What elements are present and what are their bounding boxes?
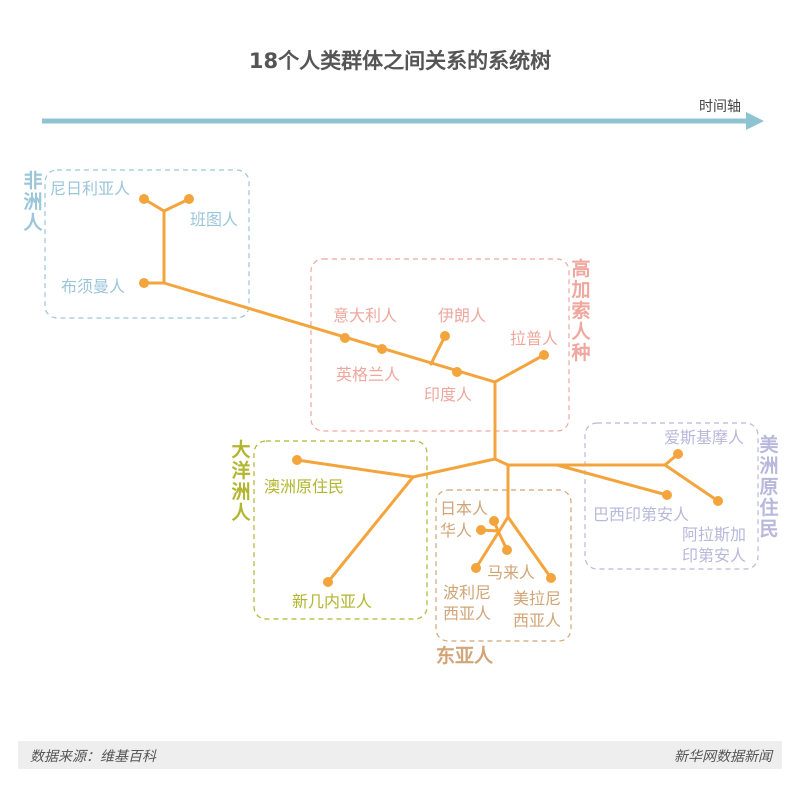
label-new-guinean: 新几内亚人 [292,592,372,611]
americas-group-box [584,422,759,570]
footer: 数据来源：维基百科 新华网数据新闻 [18,741,782,769]
label-polynesian-1: 波利尼 [443,583,491,602]
node-new-guinean [323,577,333,587]
node-chinese [476,525,486,535]
label-japanese: 日本人 [440,499,488,518]
label-bantu: 班图人 [190,210,238,229]
label-alaskan-indian-2: 印第安人 [682,546,746,565]
source-text: 数据来源：维基百科 [30,749,156,765]
group-label-americas: 美洲原住民 [759,434,779,540]
label-malay: 马来人 [487,563,535,582]
africa-group-box [44,169,250,319]
label-iranian: 伊朗人 [438,306,486,325]
label-indian: 印度人 [424,385,472,404]
chart-title: 18个人类群体之间关系的系统树 [249,49,551,73]
east-asia-group-box [435,489,572,642]
label-english: 英格兰人 [336,365,400,384]
caucasian-group-box [310,258,570,432]
node-italian [340,333,350,343]
label-melanesian-1: 美拉尼 [513,589,561,608]
time-axis-arrow-icon [746,112,764,130]
node-polynesian [471,563,481,573]
node-alaskan-indian [713,496,723,506]
group-label-east-asia: 东亚人 [436,644,494,667]
node-lapp [539,350,549,360]
label-lapp: 拉普人 [510,329,558,348]
tree-branches [142,197,720,584]
node-malay [502,545,512,555]
brand-text: 新华网数据新闻 [674,749,772,765]
node-eskimo [673,449,683,459]
node-bantu [184,194,194,204]
label-australian: 澳洲原住民 [264,477,344,496]
node-iranian [440,331,450,341]
label-bushmen: 布须曼人 [61,277,125,296]
node-english [377,344,387,354]
oceania-group-box [253,440,428,620]
node-bushmen [139,278,149,288]
group-label-oceania: 大洋洲人 [231,439,251,524]
group-label-caucasian: 高加索人种 [571,258,591,364]
label-polynesian-2: 西亚人 [443,604,491,623]
time-axis-label: 时间轴 [699,99,741,115]
label-italian: 意大利人 [333,306,397,325]
label-melanesian-2: 西亚人 [513,611,561,630]
label-brazilian-indian: 巴西印第安人 [593,505,689,524]
node-indian [452,367,462,377]
node-australian [292,455,302,465]
node-japanese [489,516,499,526]
label-nigerian: 尼日利亚人 [50,179,130,198]
node-melanesian [546,573,556,583]
label-eskimo: 爱斯基摩人 [664,428,744,447]
node-nigerian [139,194,149,204]
node-brazilian-indian [662,490,672,500]
label-chinese: 华人 [440,521,472,540]
label-alaskan-indian-1: 阿拉斯加 [682,525,746,544]
group-label-africa: 非洲人 [23,170,43,234]
